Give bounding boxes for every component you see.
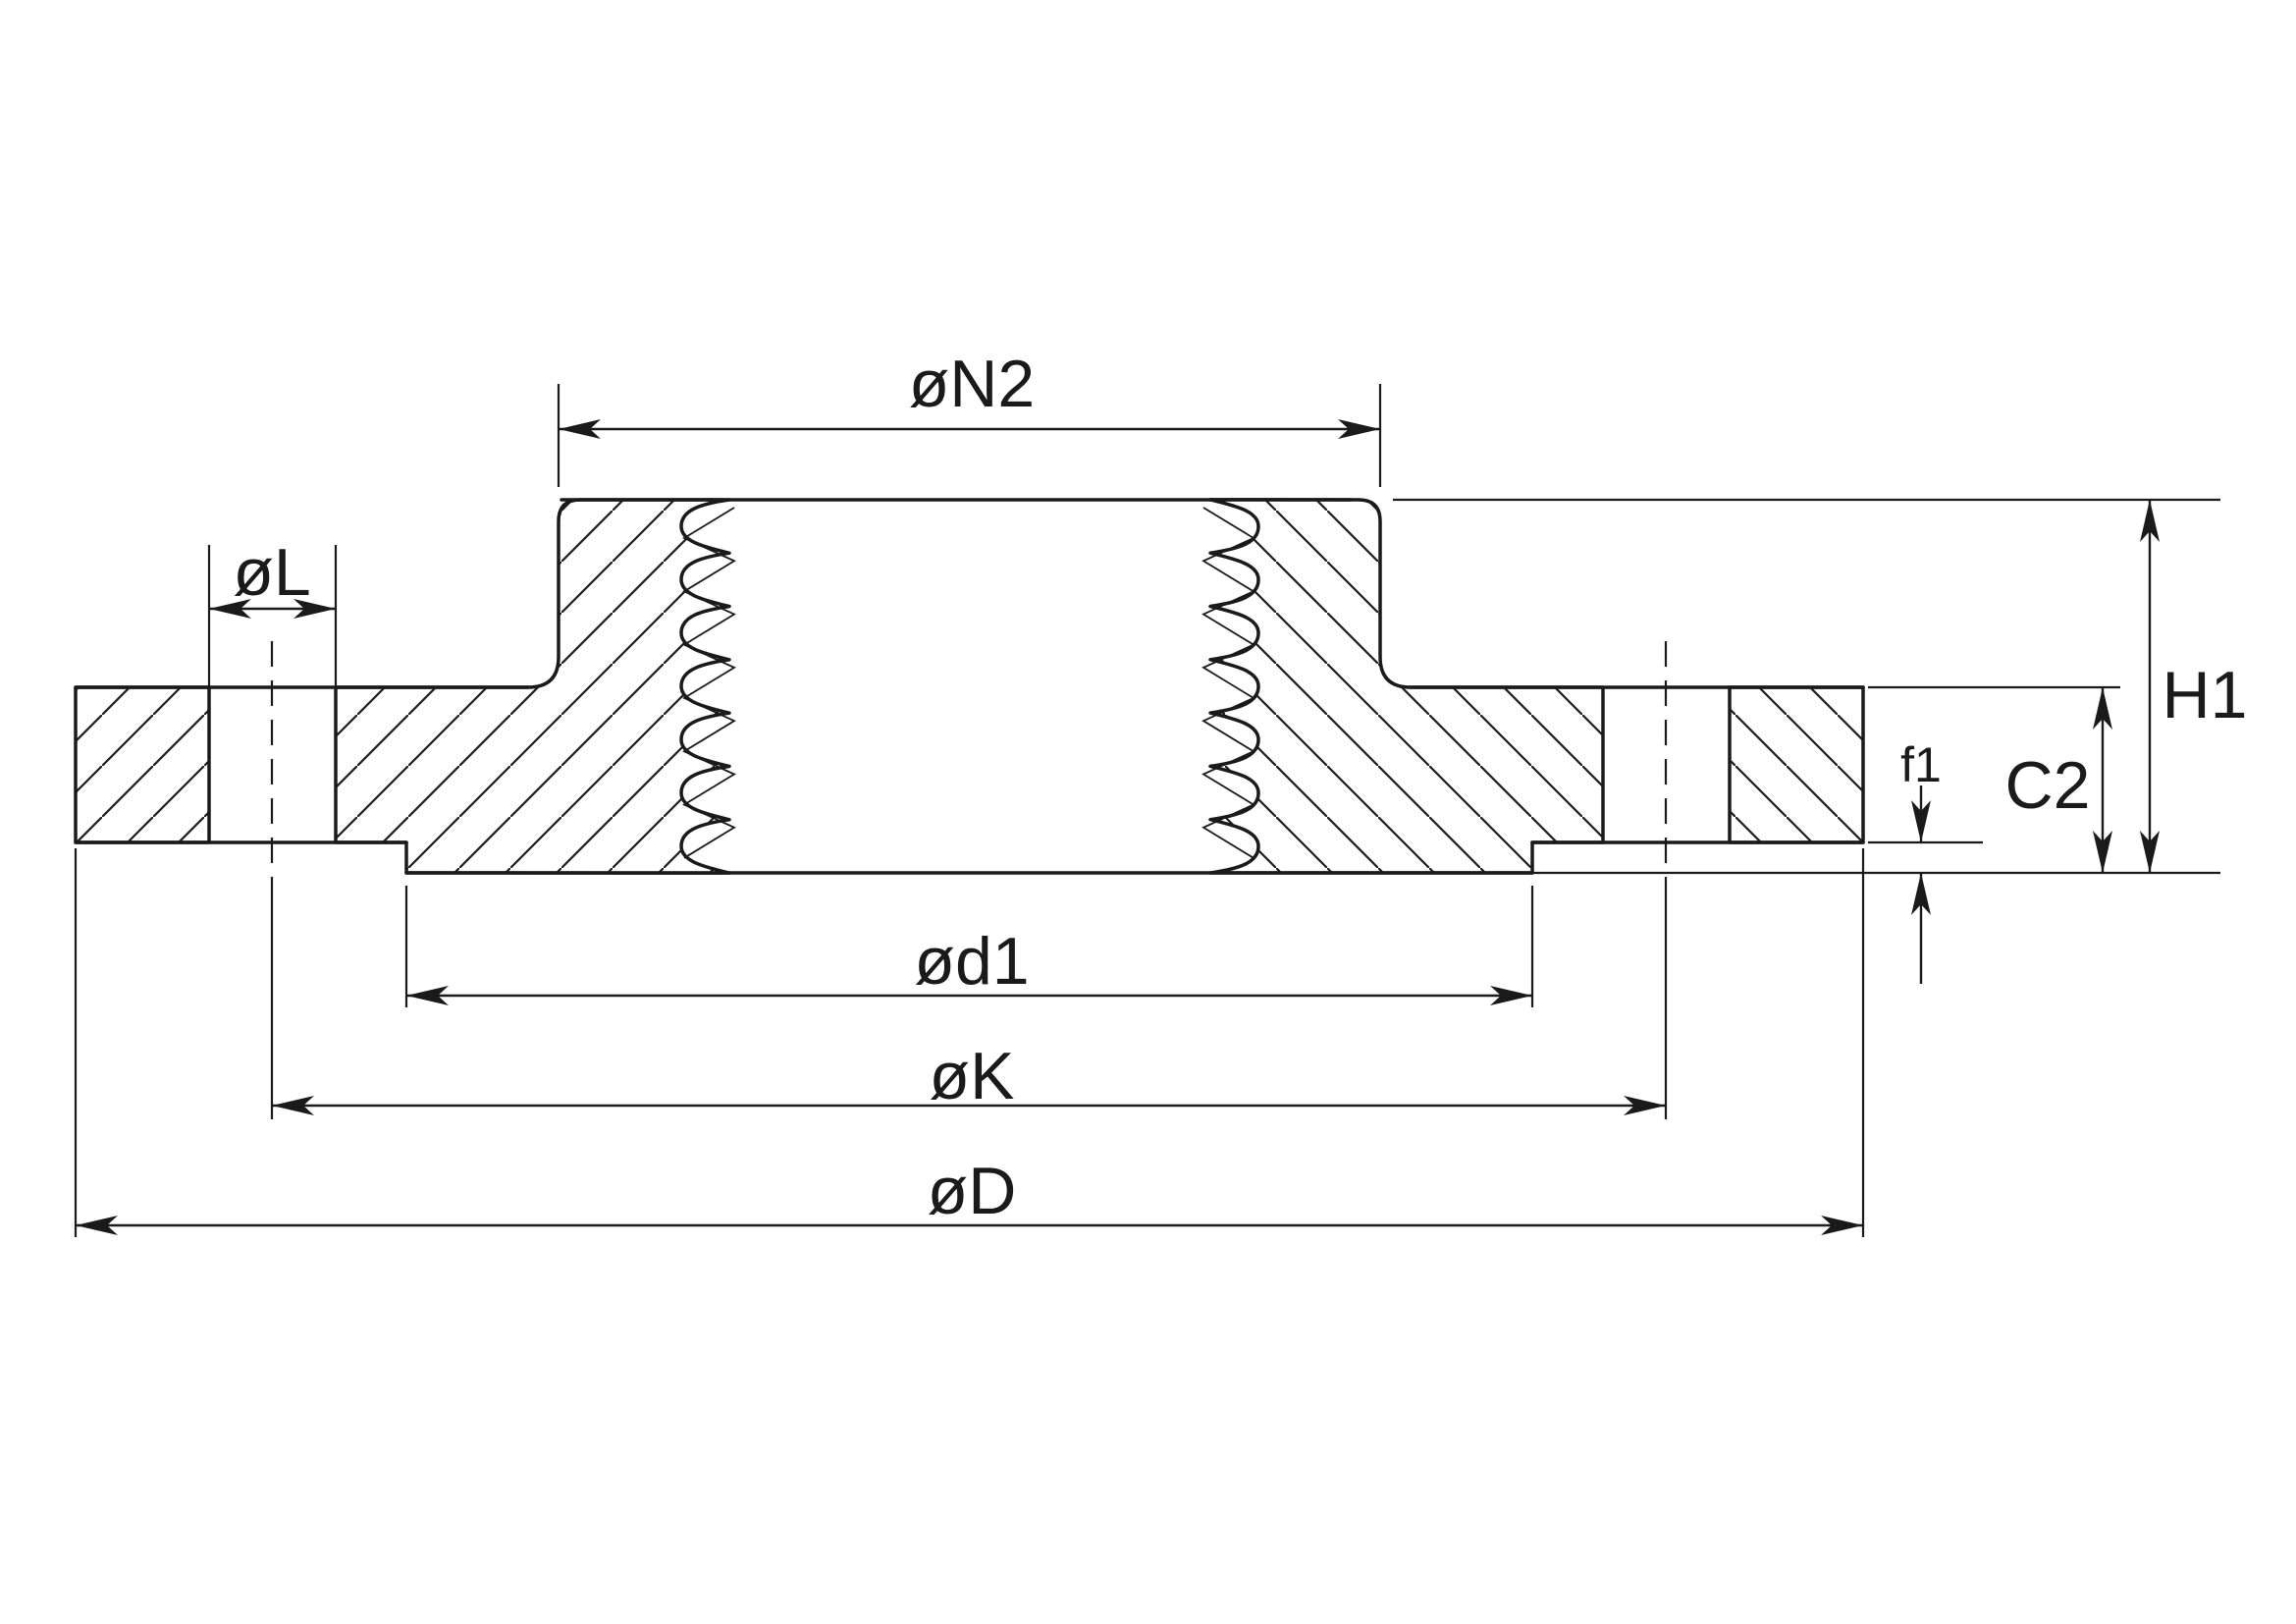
thread-crest-lines xyxy=(682,507,1255,859)
flange-left-rim-section xyxy=(74,685,211,844)
bolt-hole-centerlines xyxy=(270,641,1668,890)
extension-lines xyxy=(74,384,2220,1237)
outline-lines xyxy=(74,498,1865,875)
flange-left-hub-section xyxy=(334,498,731,875)
dimension-lines xyxy=(76,419,2160,1235)
dimension-labels: øN2 øL H1 C2 f1 ød1 øK øD xyxy=(233,347,2247,1228)
thread-profile-left xyxy=(682,507,736,859)
dim-label-h1: H1 xyxy=(2163,658,2248,732)
dim-label-f1: f1 xyxy=(1900,737,1942,792)
dim-label-l: øL xyxy=(233,535,310,610)
dim-label-d1: ød1 xyxy=(914,924,1029,999)
flange-right-rim-section xyxy=(1728,685,1865,844)
dim-label-n2: øN2 xyxy=(909,347,1035,421)
dim-label-d: øD xyxy=(928,1154,1017,1228)
flange-right-hub-section xyxy=(1208,498,1605,875)
flange-body xyxy=(74,498,1865,875)
dim-label-k: øK xyxy=(930,1039,1015,1113)
dim-label-c2: C2 xyxy=(2005,748,2091,823)
thread-profile-right xyxy=(1201,507,1255,859)
